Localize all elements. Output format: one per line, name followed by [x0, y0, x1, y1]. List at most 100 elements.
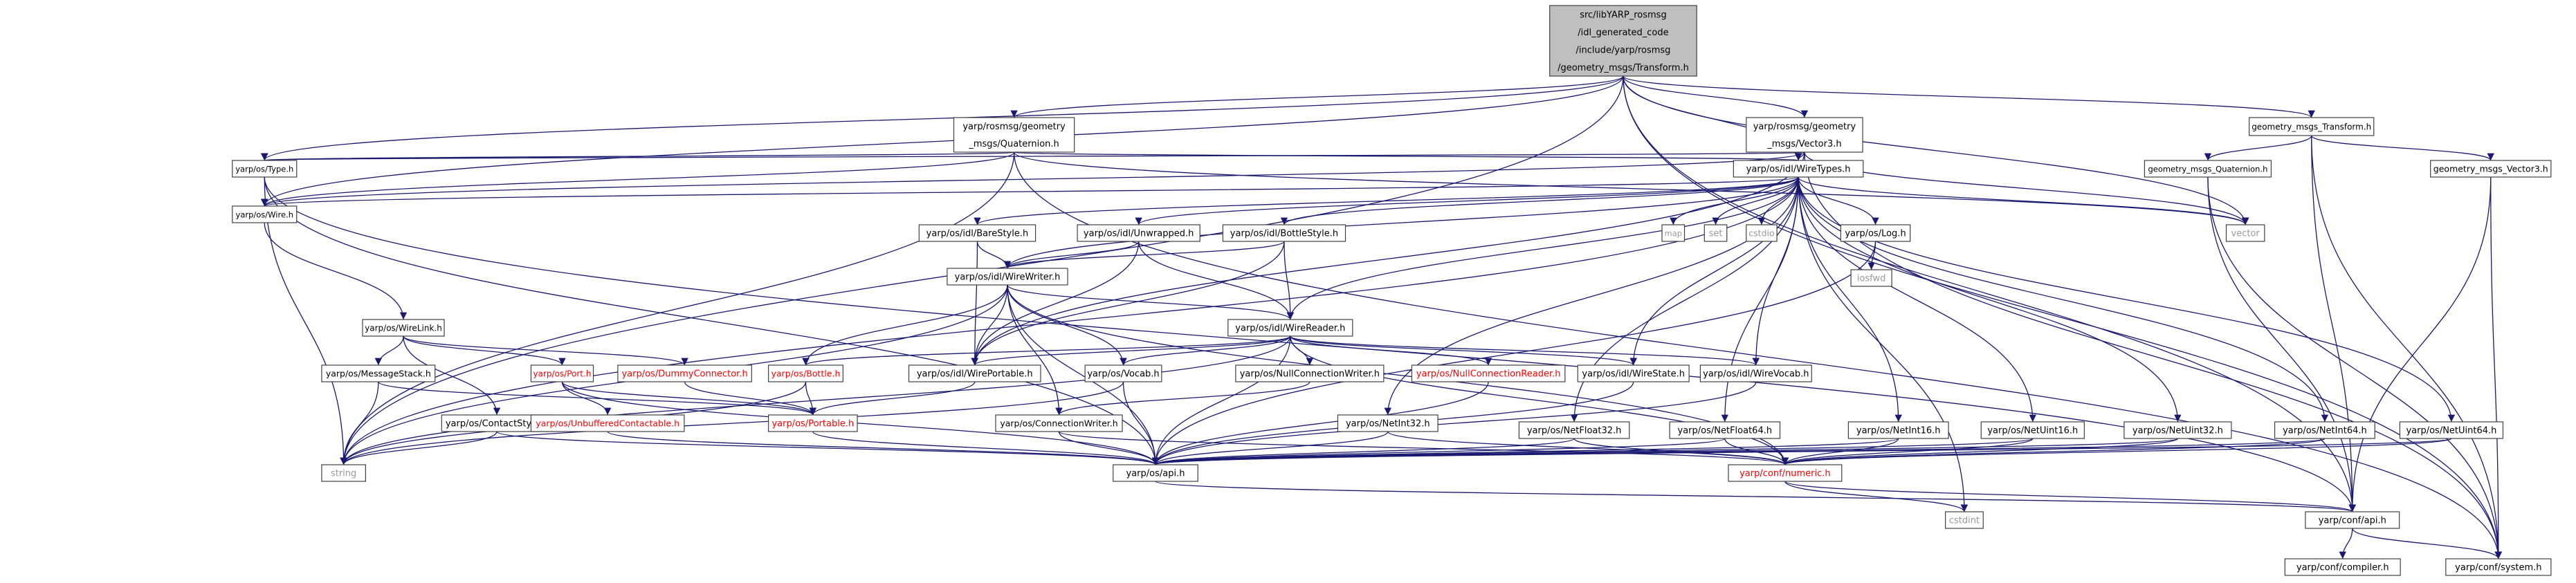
node-unbuffered[interactable]: yarp/os/UnbufferedContactable.h — [530, 414, 685, 432]
node-netuint16-label: yarp/os/NetUint16.h — [1987, 426, 2078, 436]
node-wirelink[interactable]: yarp/os/WireLink.h — [362, 319, 445, 337]
node-confapi[interactable]: yarp/conf/api.h — [2305, 511, 2400, 529]
node-type[interactable]: yarp/os/Type.h — [232, 160, 298, 178]
node-bottlestyle[interactable]: yarp/os/idl/BottleStyle.h — [1222, 224, 1346, 242]
edge-gmt-to-confapi — [2311, 135, 2356, 512]
edge-wirereader-to-nullreader — [1290, 335, 1492, 366]
node-wirestate-label: yarp/os/idl/WireState.h — [1582, 369, 1685, 380]
node-wirevocab[interactable]: yarp/os/idl/WireVocab.h — [1699, 364, 1812, 382]
node-string: string — [321, 464, 366, 482]
node-wirevocab-box — [1699, 364, 1812, 382]
node-vec3[interactable]: yarp/rosmsg/geometry_msgs/Vector3.h — [1746, 117, 1863, 153]
edge-gmt-to-system — [2311, 135, 2503, 559]
node-netint16[interactable]: yarp/os/NetInt16.h — [1847, 421, 1949, 439]
node-port[interactable]: yarp/os/Port.h — [530, 364, 594, 382]
edge-port-to-osapi — [561, 381, 1160, 465]
edge-wiretypes-to-netint16 — [1798, 176, 1902, 423]
nodes-layer: src/libYARP_rosmsg/idl_generated_code/in… — [232, 5, 2552, 576]
edge-vocab-to-string — [340, 381, 1124, 465]
node-log[interactable]: yarp/os/Log.h — [1840, 224, 1911, 242]
node-netint64-box — [2274, 421, 2375, 439]
node-netint32-box — [1337, 414, 1438, 432]
node-netfloat32[interactable]: yarp/os/NetFloat32.h — [1518, 421, 1630, 439]
node-barestyle[interactable]: yarp/os/idl/BareStyle.h — [918, 224, 1036, 242]
node-bottle[interactable]: yarp/os/Bottle.h — [768, 364, 843, 382]
edge-gmt-to-gmv3 — [2311, 135, 2494, 161]
node-root[interactable]: src/libYARP_rosmsg/idl_generated_code/in… — [1549, 5, 1697, 77]
edge-wiretypes-to-log — [1798, 176, 1879, 225]
node-vocab-label: yarp/os/Vocab.h — [1087, 369, 1159, 380]
node-cstdio-box — [1746, 224, 1778, 242]
node-nullwriter[interactable]: yarp/os/NullConnectionWriter.h — [1235, 364, 1385, 382]
node-wire[interactable]: yarp/os/Wire.h — [232, 205, 298, 223]
node-wireportable[interactable]: yarp/os/idl/WirePortable.h — [908, 364, 1041, 382]
node-portable[interactable]: yarp/os/Portable.h — [768, 414, 858, 432]
node-gmq-label: geometry_msgs_Quaternion.h — [2148, 165, 2267, 174]
node-barestyle-box — [918, 224, 1036, 242]
edge-netint32-to-osapi — [1151, 431, 1389, 465]
node-netuint32-label: yarp/os/NetUint32.h — [2132, 426, 2223, 436]
node-root-label: /include/yarp/rosmsg — [1575, 45, 1670, 55]
node-nullreader[interactable]: yarp/os/NullConnectionReader.h — [1411, 364, 1566, 382]
node-gmq[interactable]: geometry_msgs_Quaternion.h — [2144, 160, 2272, 178]
edge-bottlestyle-to-wireportable — [971, 241, 1285, 366]
node-wiretypes[interactable]: yarp/os/idl/WireTypes.h — [1733, 160, 1864, 178]
node-netint32[interactable]: yarp/os/NetInt32.h — [1337, 414, 1438, 432]
node-unbuffered-box — [530, 414, 685, 432]
node-quat-label: _msgs/Quaternion.h — [968, 139, 1059, 149]
edge-wiretypes-to-barestyle — [974, 176, 1799, 225]
edge-wirereader-to-osapi — [1151, 335, 1291, 465]
edge-confapi-to-compiler — [2339, 528, 2353, 559]
edge-gmq-to-system — [2207, 176, 2503, 559]
node-netint64[interactable]: yarp/os/NetInt64.h — [2274, 421, 2375, 439]
node-netfloat64-box — [1669, 421, 1781, 439]
node-wirestate[interactable]: yarp/os/idl/WireState.h — [1577, 364, 1690, 382]
edge-wirevocab-to-osapi — [1151, 381, 1757, 465]
node-nullwriter-label: yarp/os/NullConnectionWriter.h — [1240, 369, 1380, 380]
node-quat[interactable]: yarp/rosmsg/geometry_msgs/Quaternion.h — [953, 117, 1075, 153]
node-contactstyle-label: yarp/os/ContactStyle.h — [446, 419, 548, 429]
node-gmv3-box — [2430, 160, 2552, 178]
node-numeric[interactable]: yarp/conf/numeric.h — [1728, 464, 1843, 482]
node-msgstack[interactable]: yarp/os/MessageStack.h — [321, 364, 436, 382]
edge-netuint32-to-numeric — [1782, 438, 2179, 465]
node-string-label: string — [331, 469, 356, 479]
node-cstdint-box — [1945, 511, 1984, 529]
node-vocab[interactable]: yarp/os/Vocab.h — [1084, 364, 1162, 382]
node-system-box — [2445, 558, 2552, 576]
node-wirestate-box — [1577, 364, 1690, 382]
node-nullreader-box — [1411, 364, 1566, 382]
edge-gmt-to-gmq — [2204, 135, 2312, 161]
node-gmv3[interactable]: geometry_msgs_Vector3.h — [2430, 160, 2552, 178]
node-netuint32-box — [2123, 421, 2232, 439]
node-compiler-box — [2284, 558, 2401, 576]
node-gmt[interactable]: geometry_msgs_Transform.h — [2249, 117, 2375, 136]
node-netfloat64[interactable]: yarp/os/NetFloat64.h — [1669, 421, 1781, 439]
node-netuint64[interactable]: yarp/os/NetUint64.h — [2399, 421, 2504, 439]
node-osapi[interactable]: yarp/os/api.h — [1113, 464, 1198, 482]
node-wirereader[interactable]: yarp/os/idl/WireReader.h — [1227, 319, 1353, 337]
edge-wirereader-to-vocab — [1120, 335, 1291, 366]
edge-netint64-to-osapi — [1152, 438, 2326, 465]
node-connwriter[interactable]: yarp/os/ConnectionWriter.h — [995, 414, 1123, 432]
edge-wirewriter-to-bottle — [802, 284, 1008, 366]
node-set-label: set — [1709, 229, 1723, 239]
edge-gmq-to-confapi — [2207, 176, 2356, 512]
node-system[interactable]: yarp/conf/system.h — [2445, 558, 2552, 576]
node-confapi-label: yarp/conf/api.h — [2319, 516, 2386, 526]
node-cstdint: cstdint — [1945, 511, 1984, 529]
node-numeric-box — [1728, 464, 1843, 482]
node-wirewriter[interactable]: yarp/os/idl/WireWriter.h — [947, 268, 1068, 286]
edge-contactstyle-to-osapi — [496, 431, 1159, 465]
node-unwrapped[interactable]: yarp/os/idl/Unwrapped.h — [1077, 224, 1200, 242]
node-connwriter-label: yarp/os/ConnectionWriter.h — [1000, 418, 1117, 429]
node-netuint16[interactable]: yarp/os/NetUint16.h — [1980, 421, 2085, 439]
edge-wirereader-to-numeric — [1290, 335, 1789, 465]
node-compiler[interactable]: yarp/conf/compiler.h — [2284, 558, 2401, 576]
node-dummy[interactable]: yarp/os/DummyConnector.h — [617, 364, 752, 382]
edge-vec3-to-type — [264, 151, 1805, 161]
node-netuint32[interactable]: yarp/os/NetUint32.h — [2123, 421, 2232, 439]
node-nullwriter-box — [1235, 364, 1385, 382]
node-vec3-label: yarp/rosmsg/geometry — [1753, 122, 1856, 132]
node-iosfwd-box — [1850, 269, 1892, 287]
